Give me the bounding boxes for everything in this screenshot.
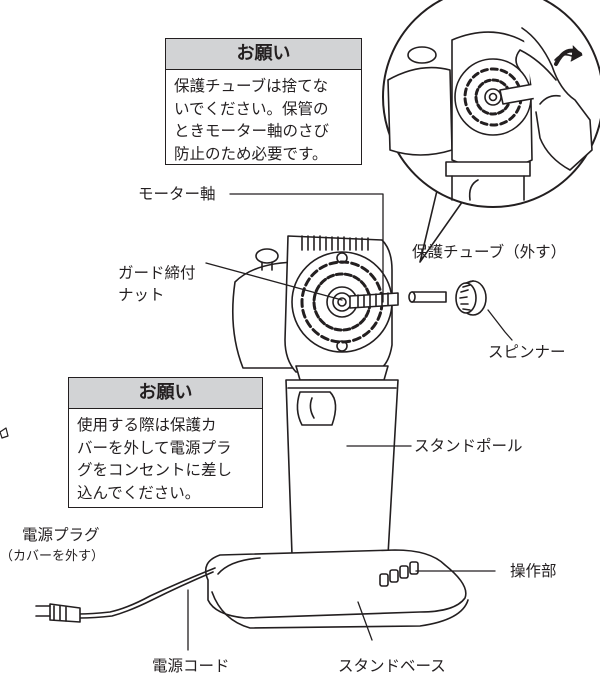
label-guard-nut: ガード締付 ナット <box>118 264 196 304</box>
notice-title: お願い <box>69 378 262 409</box>
label-controls: 操作部 <box>510 562 557 580</box>
detail-hand <box>515 27 593 171</box>
label-stand-base: スタンドベース <box>338 657 446 675</box>
label-stand-pole: スタンドポール <box>414 437 523 455</box>
detail-magnifier <box>382 0 600 263</box>
spinner-knob <box>455 280 487 316</box>
notice-text: 保護チューブは捨てな いでください。保管の ときモーター軸のさび 防止のため必要… <box>174 77 330 163</box>
notice-title: お願い <box>166 39 361 70</box>
label-protective-tube: 保護チューブ（外す） <box>412 243 567 261</box>
label-plug-cover-note: （カバーを外す） <box>0 549 105 564</box>
stand-pole <box>285 379 399 556</box>
label-spinner: スピンナー <box>488 343 566 361</box>
detail-motor-housing <box>387 31 549 201</box>
label-motor-shaft: モーター軸 <box>138 185 216 203</box>
fan-unit <box>231 235 399 396</box>
notice-box-bottom: お願い 使用する際は保護カ バーを外して電源プラ グをコンセントに差し 込んでく… <box>68 377 263 508</box>
protective-tube <box>408 291 447 303</box>
notice-text: 使用する際は保護カ バーを外して電源プラ グをコンセントに差し 込んでください。 <box>77 416 233 502</box>
leader-lines <box>187 193 513 651</box>
power-cord-and-plug <box>35 567 216 623</box>
control-buttons <box>379 561 419 587</box>
label-power-cord: 電源コード <box>152 657 230 675</box>
notice-box-top: お願い 保護チューブは捨てな いでください。保管の ときモーター軸のさび 防止の… <box>165 38 362 165</box>
stand-base-shape <box>204 549 469 629</box>
label-power-plug: 電源プラグ <box>22 526 100 544</box>
